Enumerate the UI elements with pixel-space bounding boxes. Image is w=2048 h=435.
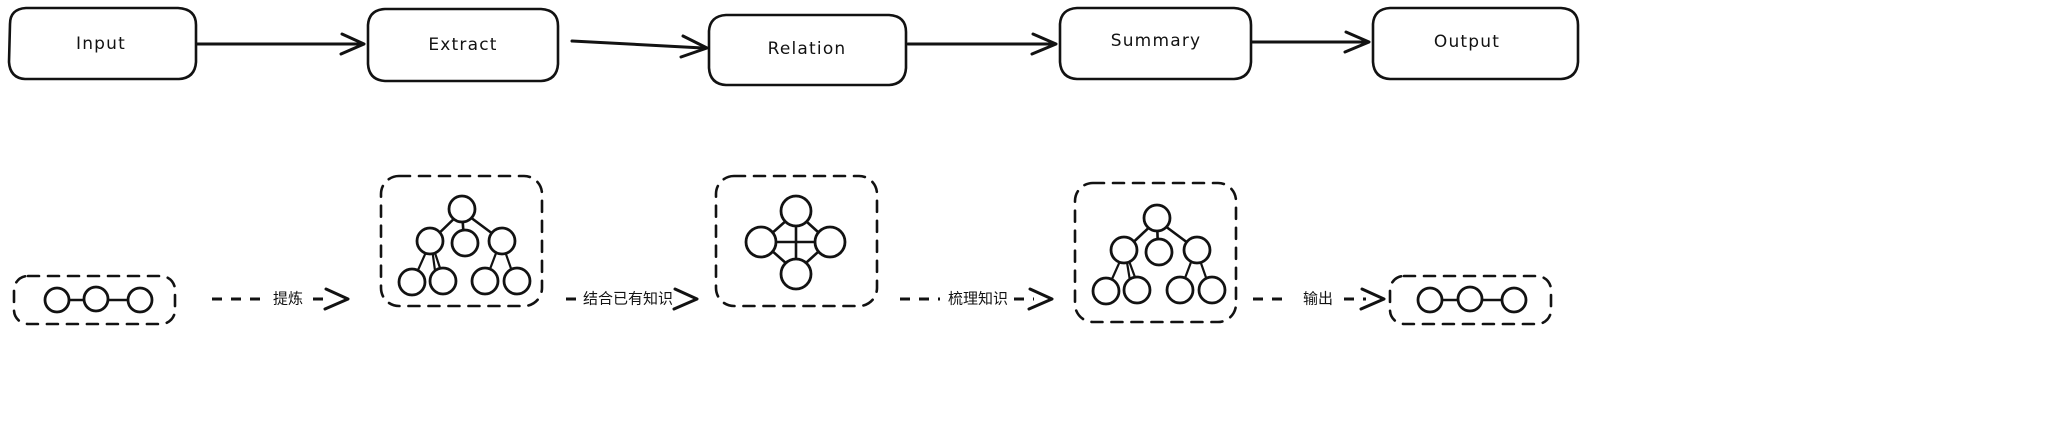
graph-node	[1142, 203, 1172, 233]
flow-transition-1: 提炼	[212, 287, 350, 311]
graph-node	[487, 226, 517, 256]
flow-transition-2: 结合已有知识	[566, 287, 699, 311]
graph-node	[126, 286, 154, 314]
graph-node	[1091, 276, 1121, 306]
pipeline-stage-input[interactable]: Input	[7, 6, 198, 81]
flow-transition-label: 输出	[1303, 290, 1333, 308]
graph-node	[1144, 237, 1174, 267]
graph-node	[450, 228, 480, 258]
stage-box-shape	[7, 6, 198, 81]
pipeline-stage-label: Summary	[1111, 31, 1202, 51]
stage-box-shape	[1371, 6, 1580, 81]
flow-transition-label: 提炼	[273, 290, 303, 308]
pipeline-arrow-1	[195, 32, 366, 56]
stage-box-shape	[1058, 6, 1253, 81]
flow-transition-3: 梳理知识	[900, 287, 1054, 311]
flow-row: 提炼	[12, 174, 1553, 326]
stage-box-shape	[366, 7, 560, 83]
graph-node	[1122, 275, 1152, 305]
graph-node	[428, 266, 458, 296]
graph-node	[1182, 235, 1212, 265]
pipeline-stage-extract[interactable]: Extract	[366, 7, 560, 83]
pipeline-arrow-2	[570, 34, 709, 59]
pipeline-arrow-3	[906, 32, 1058, 56]
graph-node	[1456, 285, 1484, 313]
pipeline-stage-label: Input	[76, 34, 126, 54]
graph-node	[1500, 286, 1528, 314]
flow-group-chain-output[interactable]	[1388, 274, 1553, 326]
graph-node	[744, 225, 778, 259]
graph-node	[82, 285, 110, 313]
graph-node	[43, 286, 71, 314]
pipeline-row: Input Extract Relation	[7, 6, 1580, 87]
flow-transition-label: 梳理知识	[948, 290, 1008, 308]
graph-node	[447, 194, 477, 224]
graph-node	[1416, 286, 1444, 314]
pipeline-arrow-4	[1250, 30, 1371, 54]
graph-node	[1109, 235, 1139, 265]
flow-transition-label: 结合已有知识	[583, 290, 673, 308]
pipeline-stage-label: Output	[1434, 32, 1500, 52]
pipeline-stage-label: Extract	[428, 35, 497, 55]
pipeline-stage-relation[interactable]: Relation	[707, 13, 908, 87]
pipeline-stage-summary[interactable]: Summary	[1058, 6, 1253, 81]
graph-node	[397, 267, 427, 297]
flow-group-tree-extract[interactable]	[379, 174, 544, 308]
graph-node	[1197, 275, 1227, 305]
graph-node	[502, 266, 532, 296]
flow-group-chain-input[interactable]	[12, 274, 177, 326]
graph-node	[415, 226, 445, 256]
flow-group-relation-graph[interactable]	[714, 174, 879, 308]
graph-node	[779, 257, 813, 291]
flow-group-tree-summary[interactable]	[1073, 181, 1238, 324]
flow-transition-4: 输出	[1253, 287, 1386, 311]
pipeline-stage-label: Relation	[768, 39, 847, 59]
graph-node	[779, 194, 813, 228]
stage-box-shape	[707, 13, 908, 87]
pipeline-stage-output[interactable]: Output	[1371, 6, 1580, 81]
graph-node	[470, 266, 500, 296]
graph-node	[1165, 275, 1195, 305]
graph-node	[813, 225, 847, 259]
